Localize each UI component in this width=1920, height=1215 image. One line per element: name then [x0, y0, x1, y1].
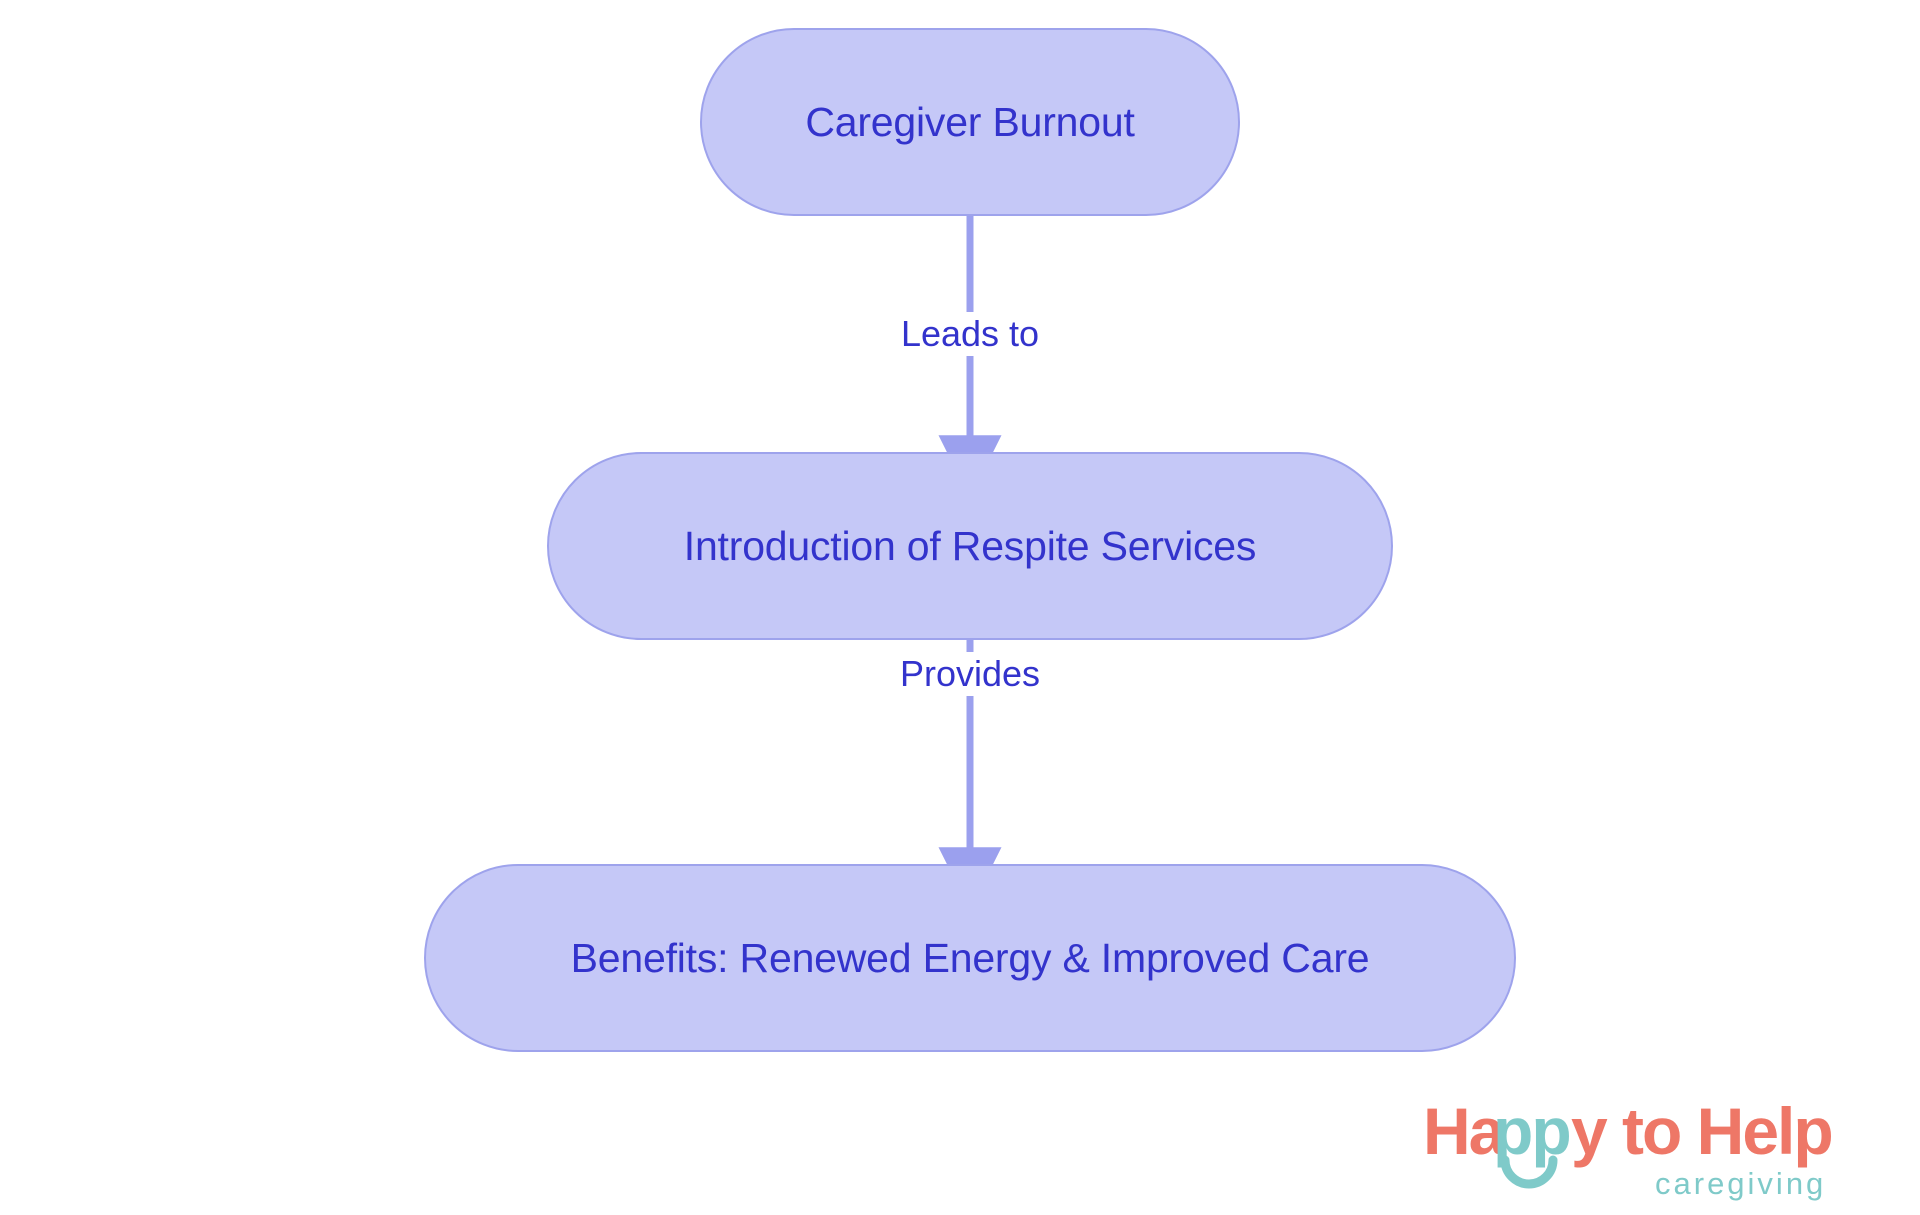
flow-node-introduction-of-respite-services[interactable]: Introduction of Respite Services	[547, 452, 1393, 640]
flow-node-label: Caregiver Burnout	[805, 98, 1135, 145]
edge-label-provides: Provides	[889, 652, 1051, 696]
flow-node-label: Introduction of Respite Services	[683, 522, 1257, 569]
edge-label-leads-to: Leads to	[890, 312, 1050, 356]
svg-text:caregiving: caregiving	[1655, 1166, 1826, 1201]
flow-node-caregiver-burnout[interactable]: Caregiver Burnout	[700, 28, 1240, 216]
flow-node-benefits-renewed-energy-improved-care[interactable]: Benefits: Renewed Energy & Improved Care	[424, 864, 1516, 1052]
flow-node-label: Benefits: Renewed Energy & Improved Care	[570, 934, 1370, 981]
happy-to-help-logo-icon: Ha pp y to Help caregiving	[1423, 1094, 1834, 1201]
svg-text:Ha: Ha	[1423, 1098, 1507, 1168]
svg-text:y to Help: y to Help	[1571, 1098, 1832, 1168]
brand-logo: Ha pp y to Help caregiving	[1423, 1094, 1903, 1208]
